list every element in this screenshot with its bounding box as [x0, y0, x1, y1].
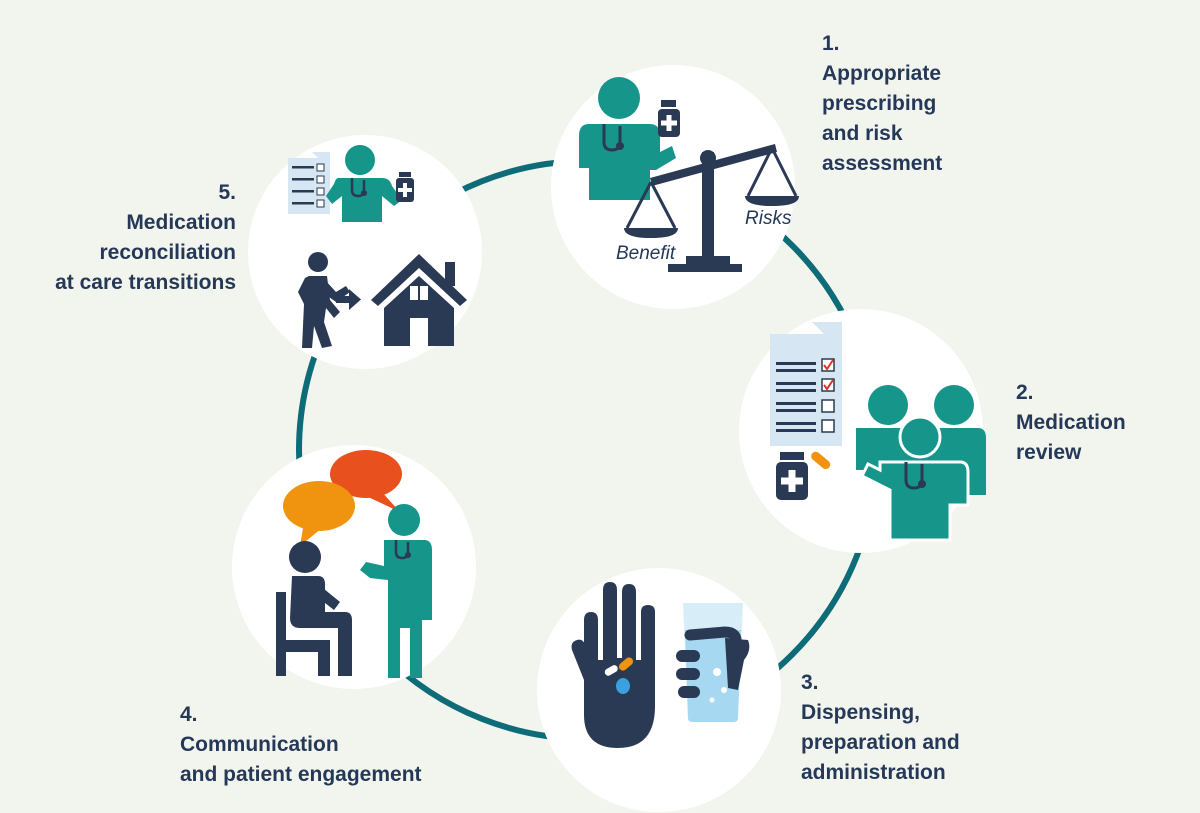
doctor-icon: [360, 504, 432, 678]
benefit-label: Benefit: [616, 243, 676, 264]
step-3-line-3: administration: [801, 761, 946, 784]
step-3-number: 3.: [801, 671, 819, 694]
step-4-number: 4.: [180, 703, 198, 726]
medicine-bottle-icon: [396, 172, 414, 202]
step-5-line-2: reconciliation: [99, 241, 236, 264]
balance-scale-icon: [624, 144, 799, 272]
step-1-illustration: Benefit Risks: [551, 65, 799, 309]
risks-label: Risks: [745, 208, 792, 229]
step-3-line-2: preparation and: [801, 731, 960, 754]
house-icon: [371, 254, 467, 346]
doctor-icon: [326, 145, 402, 222]
speech-bubble-icon: [283, 450, 402, 546]
medicine-bottle-icon: [658, 100, 680, 137]
step-4-line-1: Communication: [180, 733, 339, 756]
step-2-line-1: Medication: [1016, 411, 1126, 434]
hand-with-pills-icon: [571, 582, 655, 748]
glass-of-water-icon: [676, 603, 750, 722]
step-4-label: 4. Communication and patient engagement: [180, 700, 422, 790]
step-1-label: 1. Appropriate prescribing and risk asse…: [822, 29, 942, 179]
step-1-line-1: Appropriate: [822, 62, 942, 85]
step-1-line-2: prescribing: [822, 92, 937, 115]
step-5-line-3: at care transitions: [55, 271, 236, 294]
step-4-line-2: and patient engagement: [180, 763, 422, 786]
doctor-icon: [859, 415, 970, 542]
step-3-line-1: Dispensing,: [801, 701, 921, 724]
step-5-line-1: Medication: [126, 211, 236, 234]
step-2-number: 2.: [1016, 381, 1034, 404]
step-1-number: 1.: [822, 32, 840, 55]
arrow-right-icon: [336, 289, 361, 310]
step-5-label: 5. Medication reconciliation at care tra…: [20, 178, 236, 298]
step-2-illustration: [739, 309, 986, 553]
step-5-illustration: [248, 135, 482, 369]
checklist-icon: [770, 322, 842, 446]
step-1-line-4: assessment: [822, 152, 943, 175]
medicine-bottle-icon: [776, 451, 831, 500]
doctor-icon: [579, 77, 676, 200]
checklist-icon: [288, 152, 330, 214]
seated-patient-icon: [276, 541, 352, 676]
step-3-illustration: [537, 568, 781, 812]
step-3-label: 3. Dispensing, preparation and administr…: [801, 668, 960, 788]
step-1-line-3: and risk: [822, 122, 903, 145]
step-2-line-2: review: [1016, 441, 1082, 464]
step-5-number: 5.: [218, 181, 236, 204]
step-4-illustration: [232, 445, 476, 689]
step-2-label: 2. Medication review: [1016, 378, 1126, 468]
